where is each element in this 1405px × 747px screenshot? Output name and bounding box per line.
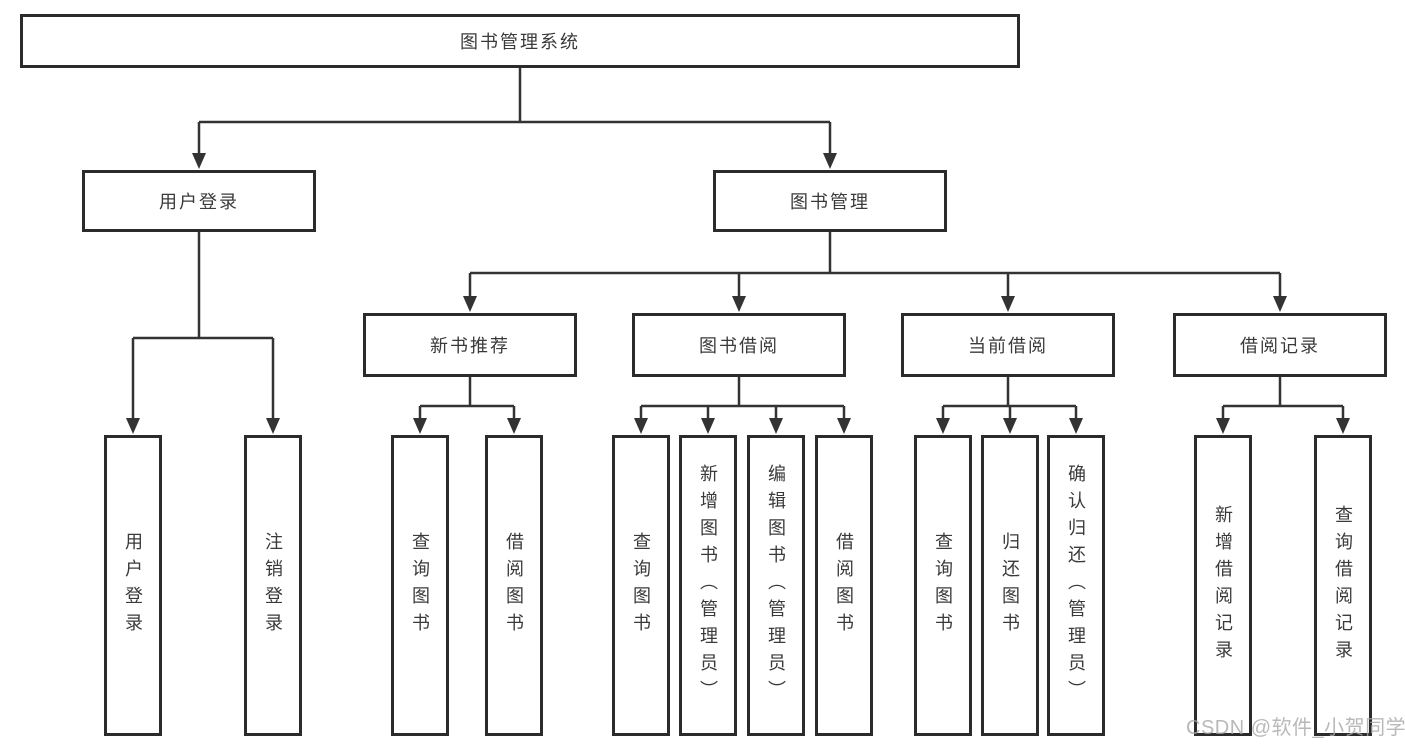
csdn-watermark: CSDN @软件_小贺同学 <box>1186 717 1405 739</box>
node-book-borrow: 图书借阅 <box>632 313 846 377</box>
leaf-label: 新增借阅记录 <box>1213 504 1233 667</box>
leaf-logout: 注销登录 <box>244 435 302 736</box>
leaf-label: 借阅图书 <box>504 531 524 640</box>
node-label: 图书管理系统 <box>460 32 580 52</box>
leaf-label: 查询图书 <box>631 531 651 640</box>
leaf-borrow-books-1: 借阅图书 <box>485 435 543 736</box>
node-new-book-recommend: 新书推荐 <box>363 313 577 377</box>
node-label: 用户登录 <box>159 192 239 212</box>
leaf-label: 查询图书 <box>933 531 953 640</box>
leaf-query-books-3: 查询图书 <box>914 435 972 736</box>
node-current-borrow: 当前借阅 <box>901 313 1115 377</box>
node-label: 图书管理 <box>790 192 870 212</box>
leaf-edit-books-admin: 编辑图书（管理员） <box>747 435 805 736</box>
leaf-query-borrow-record: 查询借阅记录 <box>1314 435 1372 736</box>
leaf-label: 用户登录 <box>123 531 143 640</box>
leaf-user-login: 用户登录 <box>104 435 162 736</box>
node-label: 借阅记录 <box>1240 336 1320 356</box>
node-label: 新书推荐 <box>430 336 510 356</box>
leaf-add-books-admin: 新增图书（管理员） <box>679 435 737 736</box>
leaf-label: 借阅图书 <box>834 531 854 640</box>
arrowheads <box>126 153 1350 434</box>
node-root-library-system: 图书管理系统 <box>20 14 1020 68</box>
leaf-query-books-2: 查询图书 <box>612 435 670 736</box>
leaf-add-borrow-record: 新增借阅记录 <box>1194 435 1252 736</box>
leaf-query-books-1: 查询图书 <box>391 435 449 736</box>
leaf-confirm-return-admin: 确认归还（管理员） <box>1047 435 1105 736</box>
connector-paths <box>131 68 1345 421</box>
leaf-label: 新增图书（管理员） <box>698 464 718 707</box>
leaf-label: 归还图书 <box>1000 531 1020 640</box>
node-label: 当前借阅 <box>968 336 1048 356</box>
leaf-label: 查询借阅记录 <box>1333 504 1353 667</box>
node-label: 图书借阅 <box>699 336 779 356</box>
leaf-label: 注销登录 <box>263 531 283 640</box>
leaf-label: 确认归还（管理员） <box>1066 464 1086 707</box>
node-user-login: 用户登录 <box>82 170 316 232</box>
leaf-label: 查询图书 <box>410 531 430 640</box>
leaf-borrow-books-2: 借阅图书 <box>815 435 873 736</box>
node-book-management: 图书管理 <box>713 170 947 232</box>
leaf-return-books: 归还图书 <box>981 435 1039 736</box>
node-borrow-records: 借阅记录 <box>1173 313 1387 377</box>
leaf-label: 编辑图书（管理员） <box>766 464 786 707</box>
